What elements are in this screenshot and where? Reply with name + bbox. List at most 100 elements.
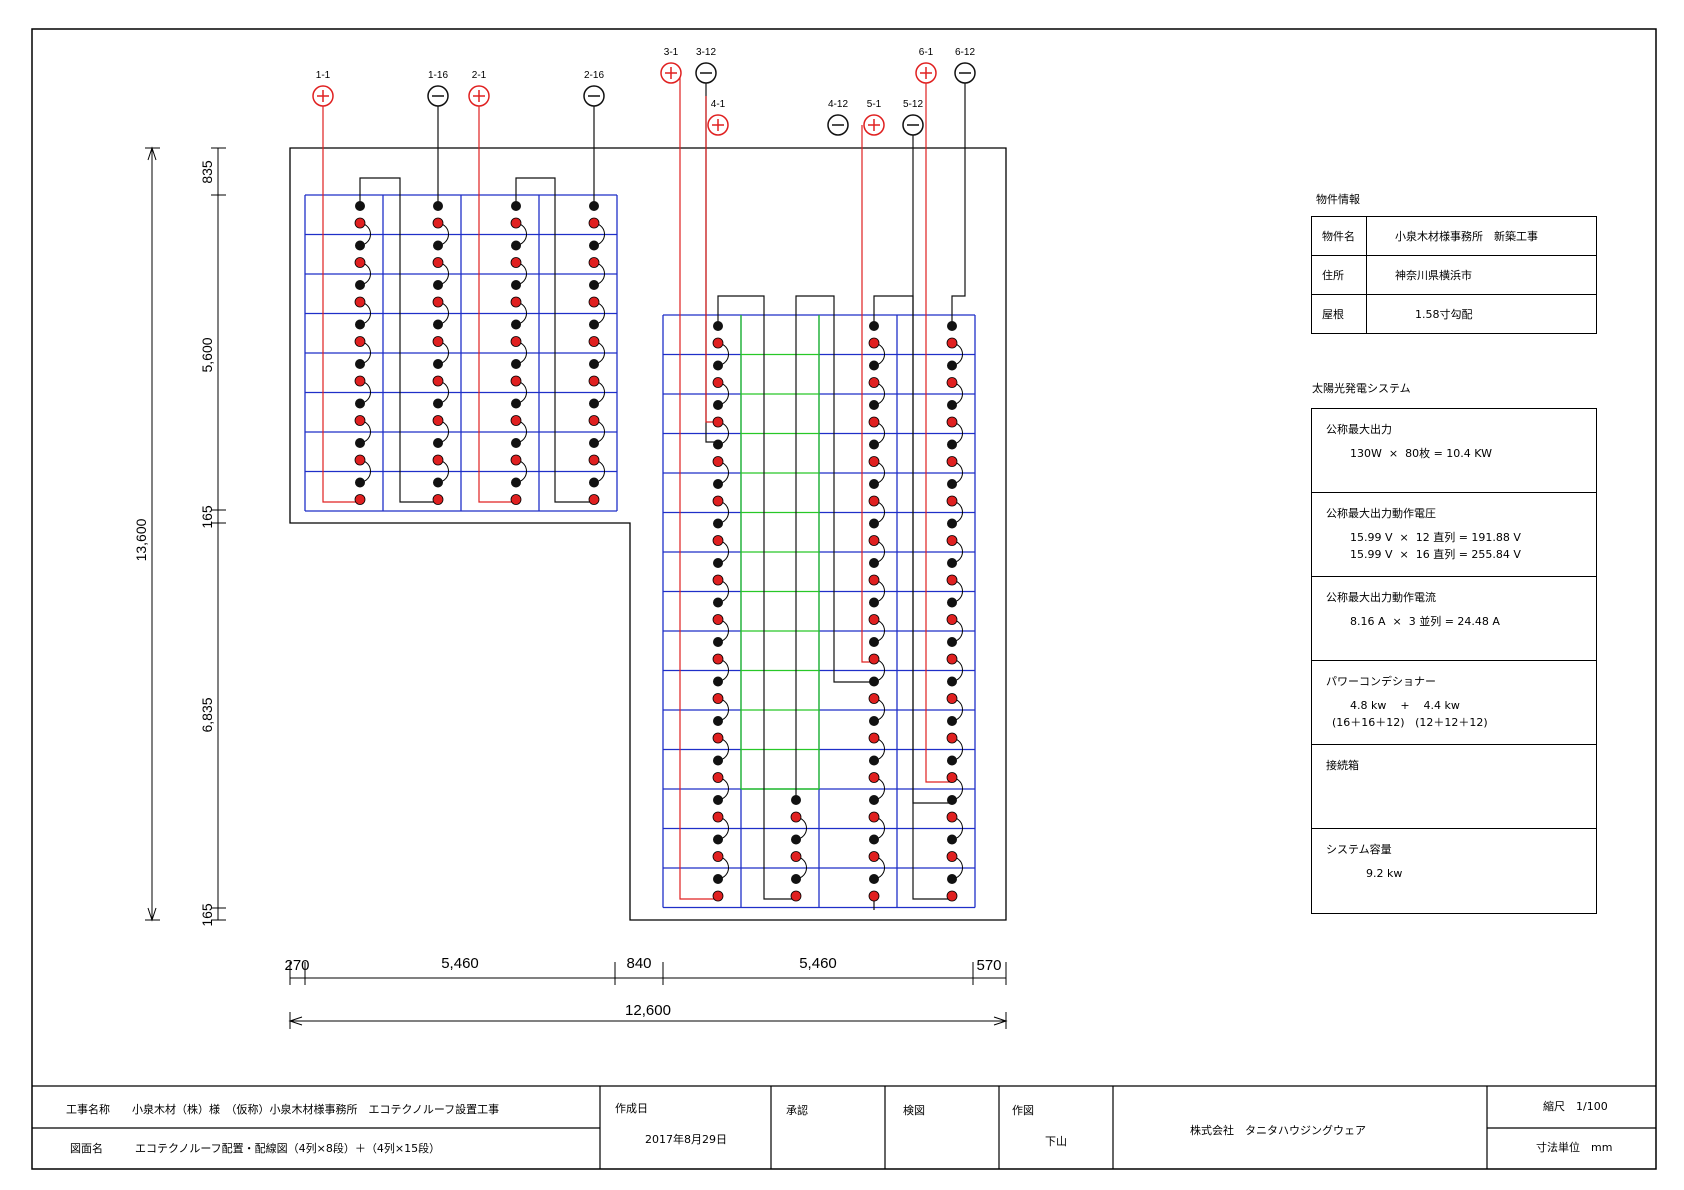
dim-v-total: 13,600 — [133, 518, 149, 561]
system-heading: 太陽光発電システム — [1312, 382, 1411, 395]
module-negative-dot — [511, 319, 521, 330]
module-positive-dot — [868, 574, 880, 586]
terminal-label: 2-1 — [472, 70, 487, 81]
module-positive-dot — [946, 653, 958, 665]
module-positive-dot — [946, 495, 958, 507]
module-positive-dot — [510, 375, 522, 387]
module-positive-dot — [510, 217, 522, 229]
module-negative-dot — [511, 201, 521, 211]
module-negative-dot — [713, 676, 723, 687]
tb-drawn-value: 下山 — [1045, 1135, 1067, 1148]
spec-rated-voltage-line-1: 15.99 V × 12 直列 = 191.88 V — [1350, 531, 1521, 544]
dim-h-total: 12,600 — [625, 1002, 671, 1019]
terminal-label: 6-1 — [919, 47, 934, 58]
module-positive-dot — [432, 415, 444, 426]
spec-rated-current-line-1: 8.16 A × 3 並列 = 24.48 A — [1350, 615, 1500, 628]
module-positive-dot — [868, 337, 880, 349]
module-negative-dot — [355, 240, 365, 251]
terminal-label: 1-1 — [316, 70, 331, 81]
property-roof-label: 屋根 — [1311, 294, 1367, 334]
module-negative-dot — [589, 319, 599, 330]
module-positive-dot — [510, 454, 522, 466]
spec-rated-voltage: 公称最大出力動作電圧 15.99 V × 12 直列 = 191.88 V 15… — [1312, 493, 1596, 577]
module-positive-dot — [790, 851, 802, 862]
module-negative-dot — [947, 518, 957, 529]
module-positive-dot — [432, 296, 444, 308]
module-negative-dot — [713, 400, 723, 410]
dim-h-left-margin: 270 — [284, 957, 309, 974]
terminal-label: 4-12 — [828, 99, 848, 110]
string-1-jumper-wire — [359, 177, 438, 503]
negative-terminal: 1-16 — [427, 70, 449, 107]
module-positive-dot — [588, 415, 600, 426]
property-address-value: 神奈川県横浜市 — [1366, 255, 1597, 295]
spec-power-conditioner: パワーコンデショナー 4.8 kw + 4.4 kw (16＋16＋12) (1… — [1312, 661, 1596, 745]
module-negative-dot — [589, 477, 599, 488]
property-address-label: 住所 — [1311, 255, 1367, 295]
module-positive-dot — [946, 890, 958, 902]
string-6-positive-wire — [925, 73, 952, 783]
module-positive-dot — [588, 296, 600, 308]
tb-scale: 縮尺 1/100 — [1543, 1100, 1608, 1113]
module-negative-dot — [511, 280, 521, 290]
vertical-dimensions — [145, 146, 226, 922]
property-name-label: 物件名 — [1311, 216, 1367, 256]
positive-terminal: 1-1 — [312, 70, 334, 107]
module-positive-dot — [868, 416, 880, 428]
module-negative-dot — [511, 438, 521, 448]
module-positive-dot — [510, 336, 522, 347]
module-negative-dot — [355, 280, 365, 290]
module-negative-dot — [947, 439, 957, 450]
module-positive-dot — [510, 257, 522, 268]
module-positive-dot — [946, 416, 958, 428]
spec-system-capacity: システム容量 9.2 kw — [1312, 829, 1596, 913]
string-1-positive-wire — [322, 96, 360, 503]
module-negative-dot — [511, 477, 521, 488]
module-negative-dot — [433, 280, 443, 290]
module-positive-dot — [868, 456, 880, 467]
module-positive-dot — [712, 614, 724, 625]
module-negative-dot — [355, 477, 365, 488]
module-positive-dot — [790, 811, 802, 823]
module-negative-dot — [433, 240, 443, 251]
module-negative-dot — [589, 280, 599, 290]
module-positive-dot — [432, 257, 444, 268]
module-negative-dot — [869, 321, 879, 331]
string-3-positive-wire — [679, 73, 718, 900]
module-positive-dot — [868, 811, 880, 823]
module-terminals — [354, 201, 958, 902]
string-4-jumper-wire — [717, 295, 796, 900]
terminal-label: 3-12 — [696, 47, 716, 58]
module-negative-dot — [869, 755, 879, 766]
string-4-negative-wire — [795, 295, 874, 803]
module-positive-dot — [946, 693, 958, 704]
module-positive-dot — [712, 772, 724, 783]
module-negative-dot — [869, 834, 879, 845]
module-positive-dot — [946, 456, 958, 467]
module-positive-dot — [946, 337, 958, 349]
module-positive-dot — [588, 494, 600, 505]
module-positive-dot — [868, 851, 880, 862]
module-positive-dot — [588, 257, 600, 268]
system-spec-box: 公称最大出力 130W × 80枚 = 10.4 KW 公称最大出力動作電圧 1… — [1311, 408, 1597, 914]
spec-system-capacity-line-1: 9.2 kw — [1366, 867, 1403, 880]
module-negative-dot — [355, 359, 365, 369]
string-5b-wire — [912, 125, 952, 900]
module-negative-dot — [589, 201, 599, 211]
module-negative-dot — [947, 834, 957, 845]
tb-project-value: 小泉木材（株）様 （仮称）小泉木材様事務所 エコテクノルーフ設置工事 — [132, 1103, 500, 1116]
module-negative-dot — [947, 321, 957, 331]
module-negative-dot — [713, 755, 723, 766]
module-positive-dot — [588, 375, 600, 387]
module-negative-dot — [869, 558, 879, 568]
positive-terminal: 5-1 — [863, 99, 885, 136]
module-positive-dot — [432, 375, 444, 387]
string-4-positive-wire — [705, 96, 718, 423]
module-positive-dot — [510, 494, 522, 505]
module-negative-dot — [869, 716, 879, 726]
module-positive-dot — [354, 494, 366, 505]
positive-terminal: 2-1 — [468, 70, 490, 107]
terminal-label: 3-1 — [664, 47, 679, 58]
